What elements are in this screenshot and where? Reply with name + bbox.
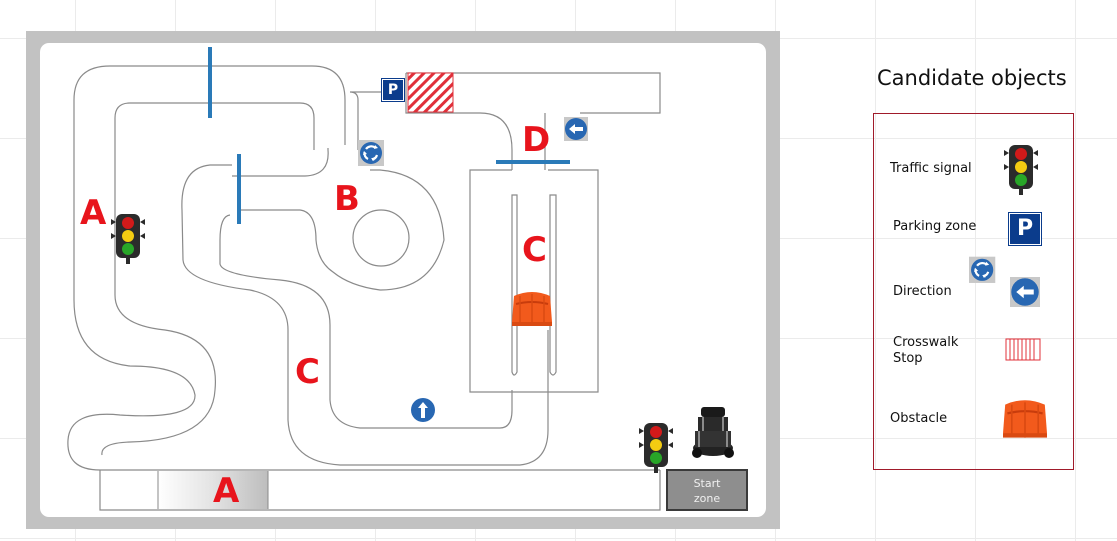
left-arrow-sign-icon xyxy=(564,117,588,141)
legend-item-obstacle: Obstacle xyxy=(890,411,948,426)
zone-label-b: B xyxy=(334,179,360,219)
up-arrow-sign-icon xyxy=(411,398,435,422)
track-lines xyxy=(67,65,661,511)
start-zone: Start zone xyxy=(666,469,748,511)
zone-a-patch xyxy=(158,471,268,509)
legend-item-parking-zone: Parking zone xyxy=(893,219,977,234)
crosswalk-marking xyxy=(407,72,454,113)
zone-label-a: A xyxy=(80,193,107,233)
parking-sign-icon: P xyxy=(1008,212,1042,246)
crosswalk-icon xyxy=(1005,338,1041,361)
robot-icon xyxy=(682,402,744,464)
roundabout-sign-icon xyxy=(356,138,386,168)
zone-label-a: A xyxy=(213,471,240,511)
traffic-light-icon xyxy=(111,214,145,264)
zone-label-c: C xyxy=(522,230,547,270)
parking-sign-text: P xyxy=(387,82,399,98)
parking-sign-text: P xyxy=(1016,216,1034,241)
obstacle-barrier-icon xyxy=(511,291,553,327)
legend-item-direction: Direction xyxy=(893,284,952,299)
legend-item-crosswalk-stop: Crosswalk Stop xyxy=(893,335,959,366)
legend-box xyxy=(873,113,1074,470)
traffic-light-icon xyxy=(639,423,673,473)
zone-label-c: C xyxy=(295,352,320,392)
zone-label-d: D xyxy=(522,120,551,160)
legend-item-traffic-signal: Traffic signal xyxy=(890,161,972,176)
parking-sign-icon: P xyxy=(381,78,405,102)
legend-title: Candidate objects xyxy=(877,66,1067,90)
